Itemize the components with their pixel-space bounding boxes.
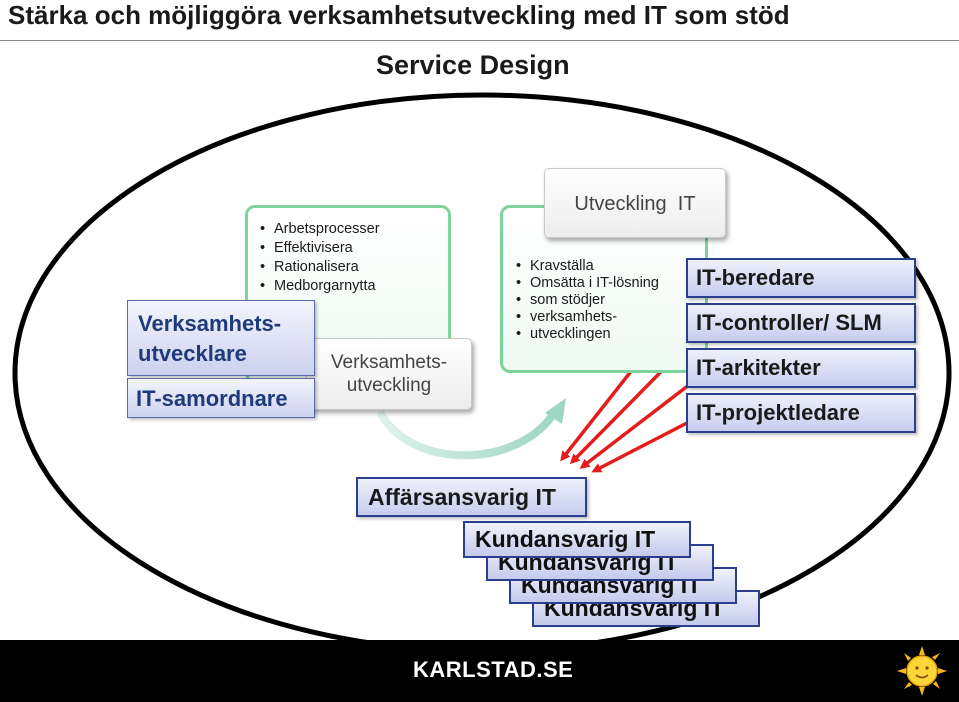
verksamhetsutveckling-bullets: Arbetsprocesser Effektivisera Rationalis… [260,220,380,296]
bullet-text: verksamhets- [530,309,618,325]
bullet-item: Omsätta i IT-lösning [516,275,659,292]
it-controller-box: IT-controller/ SLM [686,303,916,343]
verksamhetsutvecklare-box: Verksamhets- utvecklare [127,300,315,376]
bullet-item-continued: som stödjer [516,292,659,309]
bullet-item: Effektivisera [260,239,380,258]
diagram-subtitle: Service Design [376,50,570,80]
bullet-item: Medborgarnytta [260,277,380,296]
utveckling-it-bullets: Kravställa Omsätta i IT-lösning som stöd… [516,258,659,343]
curved-arrow [376,407,560,460]
it-samordnare-box: IT-samordnare [127,378,315,418]
title-divider [0,40,959,41]
label-line: Verksamhets- [330,352,448,373]
label-line: utveckling [346,375,432,396]
verksamhetsutveckling-label: Verksamhets- utveckling [306,338,472,410]
karlstad-logo: KARLSTAD.SE [413,657,574,682]
role-line: Verksamhets- [138,311,282,336]
page-title: Stärka och möjliggöra verksamhetsutveckl… [8,0,790,30]
bullet-item: Arbetsprocesser [260,220,380,239]
curved-arrow-head [545,398,566,424]
affarsansvarig-box: Affärsansvarig IT [356,477,587,517]
bullet-text: utvecklingen [530,326,611,342]
it-beredare-box: IT-beredare [686,258,916,298]
bullet-item: Kravställa [516,258,659,275]
it-arkitekter-box: IT-arkitekter [686,348,916,388]
bullet-item-continued: utvecklingen [516,326,659,343]
footer-bar [0,640,959,702]
kundansvarig-box-1: Kundansvarig IT [463,521,691,558]
bullet-text: som stödjer [530,292,605,308]
bullet-item-continued: verksamhets- [516,309,659,326]
sun-logo-icon [897,646,947,696]
role-line: utvecklare [138,341,247,366]
it-projektledare-box: IT-projektledare [686,393,916,433]
bullet-item: Rationalisera [260,258,380,277]
utveckling-it-label: Utveckling IT [544,168,726,238]
